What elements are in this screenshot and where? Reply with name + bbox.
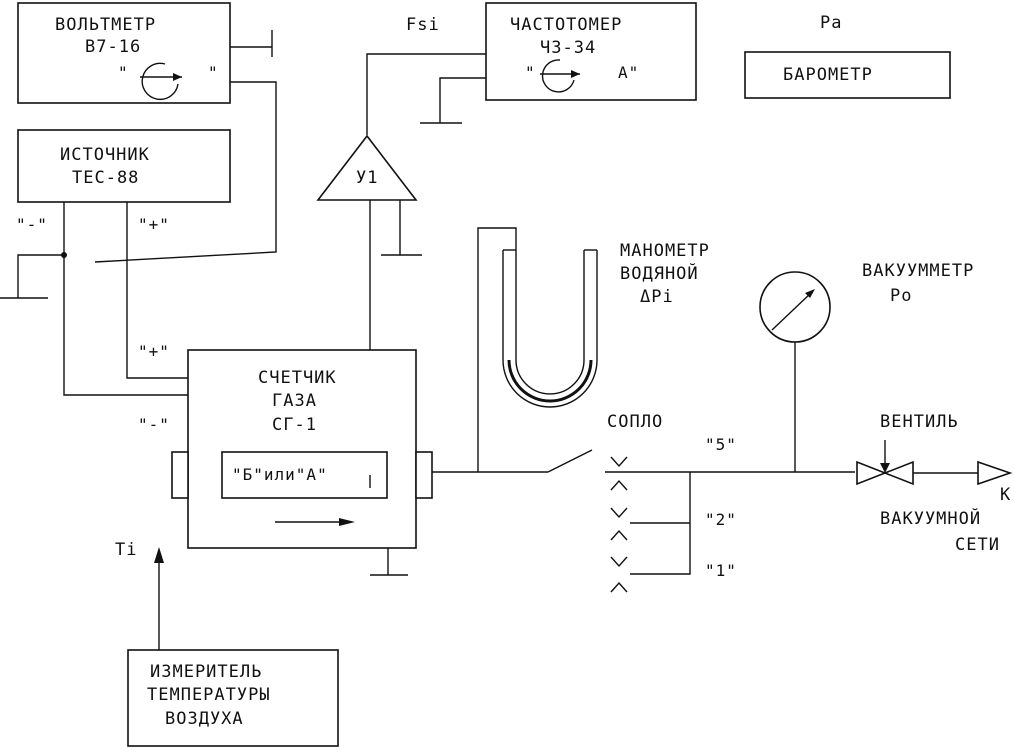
manometer-delta-p: ΔPi: [640, 287, 674, 307]
voltmeter-block: ВОЛЬТМЕТР В7-16 " ": [17, 2, 231, 104]
counter-subtitle: ГАЗА: [272, 391, 317, 411]
counter-title: СЧЕТЧИК: [258, 368, 337, 388]
amplifier-triangle: У1: [316, 134, 418, 201]
voltmeter-terminal-left: ": [118, 63, 129, 82]
water-manometer: [477, 227, 598, 472]
amplifier-label: У1: [356, 168, 378, 188]
frequency-meter-title: ЧАСТОТОМЕР: [510, 15, 622, 35]
nozzle-2-label: "2": [705, 510, 737, 529]
frequency-meter-block: ЧАСТОТОМЕР Ч3-34 " A": [485, 2, 697, 101]
fsi-label: Fsi: [406, 15, 440, 35]
freq-terminal-left: ": [525, 63, 536, 82]
source-minus-label: "-": [16, 215, 48, 234]
nozzle-label: СОПЛО: [607, 412, 663, 432]
valve-icon: [856, 440, 914, 486]
thermo-subtitle: ТЕМПЕРАТУРЫ: [147, 685, 271, 705]
power-source-block: ИСТОЧНИК ТЕС-88: [17, 129, 231, 203]
valve-label: ВЕНТИЛЬ: [880, 412, 959, 432]
manometer-subtitle: ВОДЯНОЙ: [620, 262, 699, 284]
barometer-label: БАРОМЕТР: [783, 65, 873, 85]
source-plus-label: "+": [138, 215, 170, 234]
source-model: ТЕС-88: [72, 168, 139, 188]
to-network-label: СЕТИ: [955, 535, 1000, 555]
voltmeter-title: ВОЛЬТМЕТР: [55, 15, 156, 35]
counter-model: СГ-1: [272, 415, 317, 435]
to-label: К: [1000, 485, 1011, 505]
temperature-arrow-icon: [154, 547, 164, 650]
vacuummeter-po: Po: [890, 286, 912, 306]
ground-symbol: [230, 30, 273, 57]
outlet-arrow-icon: [977, 460, 1013, 486]
flow-arrow-icon: [275, 518, 355, 526]
to-vacuum-label: ВАКУУМНОЙ: [880, 507, 981, 529]
counter-minus-label: "-": [138, 415, 170, 434]
thermometer-block: ИЗМЕРИТЕЛЬ ТЕМПЕРАТУРЫ ВОЗДУХА: [127, 649, 339, 747]
source-title: ИСТОЧНИК: [60, 145, 150, 165]
vacuummeter-title: ВАКУУММЕТР: [862, 261, 974, 281]
nozzle-1-label: "1": [705, 561, 737, 580]
vacuum-gauge-icon: [759, 271, 831, 343]
pa-label: Pa: [820, 13, 842, 33]
thermo-subtitle-2: ВОЗДУХА: [165, 709, 244, 729]
frequency-meter-model: Ч3-34: [540, 38, 596, 58]
ti-label: Ti: [115, 540, 137, 560]
nozzle-5-label: "5": [705, 435, 737, 454]
counter-sensor-label: "Б"или"А": [232, 465, 328, 484]
gas-counter-block: СЧЕТЧИК ГАЗА СГ-1 "Б"или"А": [171, 349, 433, 549]
voltmeter-terminal-right: ": [208, 63, 219, 82]
voltmeter-model: В7-16: [85, 37, 141, 57]
thermo-title: ИЗМЕРИТЕЛЬ: [150, 662, 262, 682]
nozzle-symbols: [610, 456, 628, 593]
manometer-title: МАНОМЕТР: [620, 241, 710, 261]
counter-plus-label: "+": [138, 342, 170, 361]
barometer-block: БАРОМЕТР: [744, 51, 951, 99]
dial-icon: [140, 62, 182, 101]
dial-icon: [540, 59, 580, 93]
freq-terminal-right: A": [618, 63, 639, 82]
